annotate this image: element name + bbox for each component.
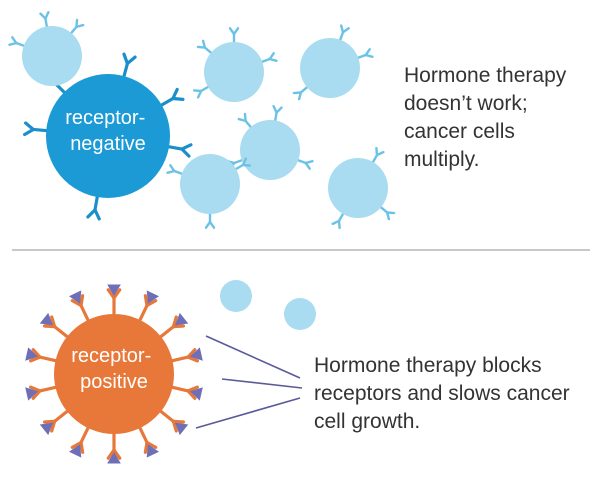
small-bottom-cell-1 <box>220 280 252 312</box>
cancer-cell-4 <box>240 120 300 180</box>
negative-receptor <box>121 52 137 82</box>
blocker-triangle <box>146 444 159 458</box>
blocker-triangle <box>174 422 189 436</box>
positive-cell-label: receptor- positive <box>71 345 157 393</box>
cancer-cell-1 <box>22 26 82 86</box>
blocker-triangle <box>69 290 82 304</box>
blocker-triangle <box>25 347 38 361</box>
small-bottom-cell-2 <box>284 298 316 330</box>
cancer-cell-2 <box>204 42 264 102</box>
cancer-cell-5 <box>180 154 240 214</box>
receptor-negative-cell <box>46 74 170 198</box>
top-caption: Hormone therapy doesn’t work; cancer cel… <box>404 64 567 171</box>
blocker-triangle <box>107 284 121 296</box>
therapy-pointer-lines <box>195 335 303 429</box>
blocker-triangle <box>107 452 121 464</box>
negative-receptor <box>156 87 185 109</box>
pointer-line-3 <box>195 397 301 429</box>
blocker-triangle <box>69 444 82 458</box>
bottom-caption: Hormone therapy blocks receptors and slo… <box>314 354 570 433</box>
negative-cell-label: receptor- negative <box>65 107 151 155</box>
pointer-line-2 <box>221 378 303 389</box>
cancer-cell-6 <box>328 158 388 218</box>
blocker-triangle <box>190 347 203 361</box>
negative-label-line2: negative <box>70 133 146 155</box>
blocker-triangle <box>39 422 54 436</box>
blocker-triangle <box>39 312 54 326</box>
cells-layer <box>8 11 396 434</box>
cancer-cell-3 <box>300 38 360 98</box>
positive-label-line1: receptor- <box>71 345 151 367</box>
positive-label-line2: positive <box>80 371 148 393</box>
blocker-triangle <box>190 387 203 401</box>
blocker-triangle <box>174 312 189 326</box>
receptor-positive-cell <box>54 314 174 434</box>
blocker-triangle <box>146 290 159 304</box>
negative-label-line1: receptor- <box>65 107 145 129</box>
blocker-triangle <box>25 387 38 401</box>
pointer-line-1 <box>205 335 301 379</box>
